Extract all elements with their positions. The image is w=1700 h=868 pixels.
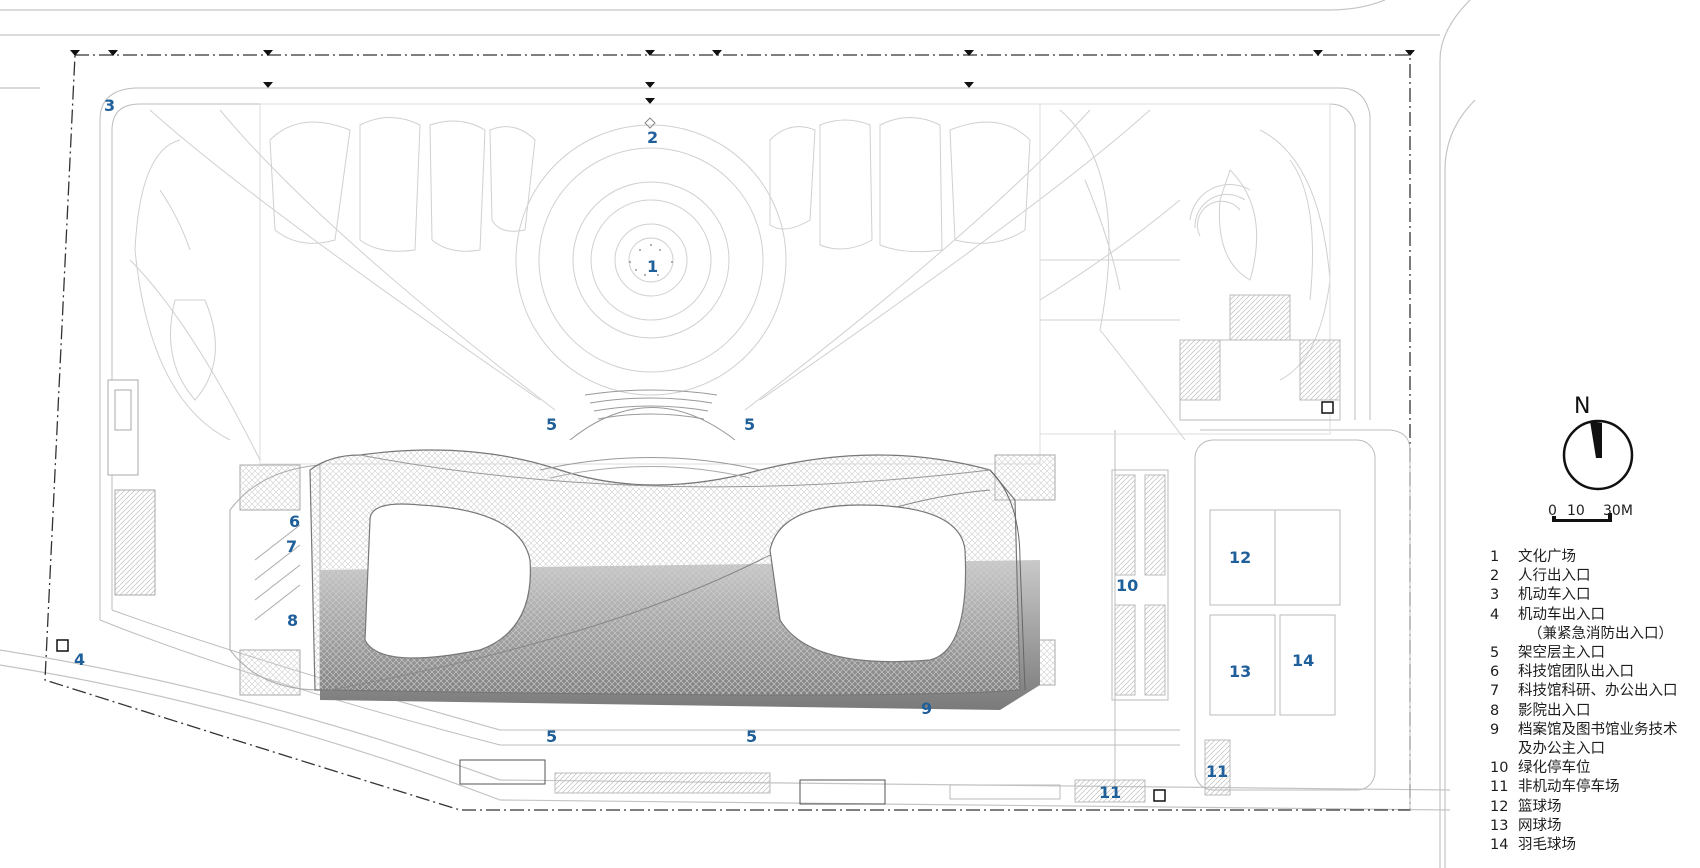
legend-item-6: 6 科技馆团队出入口 (1490, 663, 1700, 682)
north-label: N (1574, 394, 1590, 419)
legend-text: 篮球场 (1518, 798, 1562, 815)
label-8: 8 (287, 611, 298, 630)
legend-item-13: 13 网球场 (1490, 817, 1700, 836)
legend-num: 6 (1490, 664, 1500, 681)
east-facilities (459, 294, 1376, 805)
legend-num: 8 (1490, 702, 1500, 719)
legend-text: 影院出入口 (1518, 702, 1591, 719)
amphitheatre (1189, 184, 1251, 237)
legend-item-4: 4 机动车出入口 (1490, 606, 1700, 625)
legend-item-4-sub: （兼紧急消防出入口） (1528, 625, 1673, 642)
legend-text: 网球场 (1518, 817, 1562, 834)
legend-num: 1 (1490, 549, 1500, 565)
legend-item-12: 12 篮球场 (1490, 798, 1700, 817)
legend-text: 非机动车停车场 (1518, 779, 1620, 796)
legend-item-14: 14 羽毛球场 (1490, 836, 1700, 855)
label-5a: 5 (546, 415, 557, 434)
entrance-steps (569, 389, 736, 441)
label-4: 4 (74, 650, 85, 669)
plan-labels: 1 2 3 4 5 5 5 5 6 7 8 9 10 11 11 12 13 1… (74, 96, 1314, 802)
legend-text: 档案馆及图书馆业务技术 (1518, 721, 1678, 738)
legend-text: 羽毛球场 (1518, 837, 1576, 854)
legend: 1 文化广场 2 人行出入口 3 机动车入口 4 机动车出入口 （兼紧急消防出入口） 5… (1490, 548, 1700, 855)
property-line (44, 50, 1415, 811)
legend-item-10: 10 绿化停车位 (1490, 759, 1700, 778)
legend-num: 9 (1490, 721, 1500, 738)
legend-item-8: 8 影院出入口 (1490, 702, 1700, 721)
legend-num: 10 (1490, 760, 1509, 777)
legend-item-2: 2 人行出入口 (1490, 567, 1700, 586)
label-11b: 11 (1099, 783, 1121, 802)
fountain (629, 244, 673, 276)
label-2: 2 (647, 128, 658, 147)
legend-item-1: 1 文化广场 (1490, 548, 1700, 567)
label-11a: 11 (1206, 762, 1228, 781)
scale-30: 30M (1603, 503, 1633, 519)
label-3: 3 (104, 96, 115, 115)
label-5b: 5 (744, 415, 755, 434)
legend-item-11: 11 非机动车停车场 (1490, 778, 1700, 797)
plaza-landscape (129, 103, 1331, 465)
label-1: 1 (647, 257, 658, 276)
legend-item-9-sub: 及办公主入口 (1518, 741, 1605, 758)
legend-num: 11 (1490, 779, 1509, 796)
legend-item-5: 5 架空层主入口 (1490, 644, 1700, 663)
legend-text: 文化广场 (1518, 549, 1576, 565)
label-7: 7 (286, 537, 297, 556)
legend-num: 5 (1490, 645, 1500, 662)
roads (0, 0, 1476, 868)
legend-num: 3 (1490, 587, 1500, 604)
legend-text: 绿化停车位 (1518, 760, 1591, 777)
legend-item-9: 9 档案馆及图书馆业务技术 (1490, 721, 1700, 740)
scale-0: 0 (1548, 503, 1557, 519)
label-6: 6 (289, 512, 300, 531)
label-14: 14 (1292, 651, 1314, 670)
label-13: 13 (1229, 662, 1251, 681)
north-arrow-icon (1590, 421, 1602, 458)
legend-text: 架空层主入口 (1518, 645, 1605, 662)
legend-text: 人行出入口 (1518, 568, 1591, 585)
label-9: 9 (921, 699, 932, 718)
legend-item-7: 7 科技馆科研、办公出入口 (1490, 682, 1700, 701)
legend-num: 4 (1490, 606, 1500, 623)
compass: N (1562, 394, 1634, 491)
legend-text: 科技馆科研、办公出入口 (1518, 683, 1678, 700)
legend-num: 7 (1490, 683, 1500, 700)
scale-10: 10 (1567, 503, 1585, 519)
label-10: 10 (1116, 576, 1138, 595)
label-12: 12 (1229, 548, 1251, 567)
main-building (309, 449, 1040, 710)
legend-num: 13 (1490, 817, 1509, 834)
legend-num: 2 (1490, 568, 1500, 585)
legend-num: 12 (1490, 798, 1509, 815)
legend-text: 科技馆团队出入口 (1518, 664, 1634, 681)
label-5d: 5 (746, 727, 757, 746)
scale-bar: 0 10 30M (1548, 503, 1633, 522)
label-5c: 5 (546, 727, 557, 746)
legend-item-3: 3 机动车入口 (1490, 586, 1700, 605)
legend-text: 机动车入口 (1518, 587, 1591, 604)
legend-num: 14 (1490, 837, 1509, 854)
legend-text: 机动车出入口 (1518, 606, 1605, 623)
markers (56, 117, 1334, 802)
